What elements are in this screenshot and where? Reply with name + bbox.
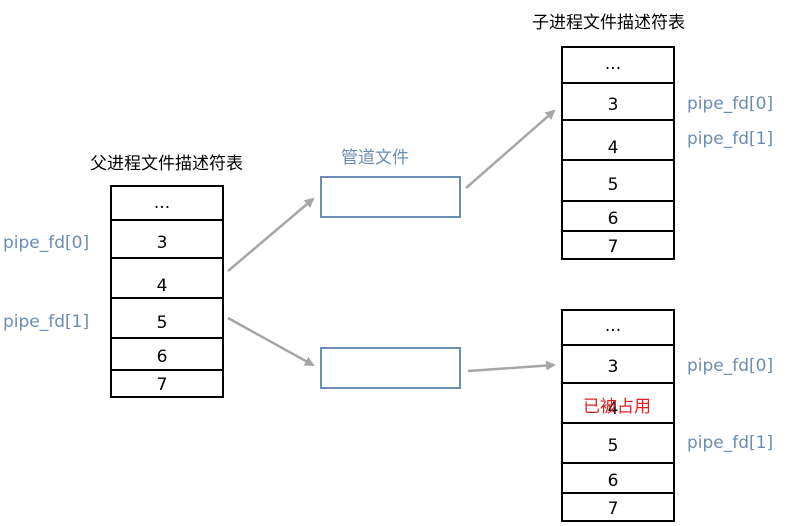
- parent-cell-text: 6: [157, 347, 168, 367]
- child-bottom-read-label: pipe_fd[0]: [687, 356, 773, 376]
- parent-cell-text: 3: [157, 233, 168, 253]
- child-top-cell-text: 7: [608, 237, 619, 257]
- child-top-cell-text: 6: [608, 209, 619, 229]
- parent-cell-row: [110, 369, 224, 398]
- child-top-cell-text: 3: [608, 95, 619, 115]
- arrow-parent-to-pipe-bottom: [227, 316, 315, 367]
- pipe-box-top: [320, 176, 461, 218]
- parent-fd-table: ... 3 4 5 6 7: [110, 185, 224, 398]
- child-top-cell-row: [561, 230, 675, 260]
- arrow-pipe-to-child-top: [465, 109, 556, 189]
- child-bottom-cell-text: 3: [608, 357, 619, 377]
- parent-cell-text: ...: [154, 193, 170, 213]
- parent-cell-text: 7: [157, 375, 168, 395]
- arrow-pipe-to-child-bottom: [467, 360, 556, 373]
- parent-cell-row: [110, 297, 224, 339]
- child-top-write-label: pipe_fd[1]: [687, 129, 773, 149]
- occupied-note: 已被占用: [583, 397, 651, 417]
- child-top-cell-text: 4: [608, 138, 619, 158]
- child-fd-table-top: ... 3 4 5 6 7: [561, 46, 675, 260]
- child-bottom-cell-text: ...: [605, 316, 621, 336]
- pipe-box-bottom: [320, 347, 461, 389]
- child-bottom-cell-row: [561, 492, 675, 522]
- parent-table-title: 父进程文件描述符表: [90, 154, 243, 174]
- parent-write-label: pipe_fd[1]: [3, 312, 89, 332]
- parent-cell-text: 5: [157, 313, 168, 333]
- child-top-cell-row: [561, 82, 675, 121]
- child-bottom-cell-text: 4: [608, 399, 619, 419]
- child-bottom-cell-text: 6: [608, 471, 619, 491]
- child-fd-table-bottom: ... 3 4 已被占用 5 6 7: [561, 309, 675, 522]
- child-bottom-cell-row: [561, 422, 675, 464]
- pipe-title: 管道文件: [341, 148, 409, 168]
- child-top-cell-text: 5: [608, 175, 619, 195]
- child-top-read-label: pipe_fd[0]: [687, 94, 773, 114]
- child-top-cell-text: ...: [605, 54, 621, 74]
- child-bottom-cell-text: 5: [608, 436, 619, 456]
- child-bottom-write-label: pipe_fd[1]: [687, 433, 773, 453]
- child-bottom-cell-row: [561, 462, 675, 494]
- parent-read-label: pipe_fd[0]: [3, 233, 89, 253]
- parent-cell-text: 4: [157, 276, 168, 296]
- child-bottom-cell-text: 7: [608, 499, 619, 519]
- child-bottom-cell-row: [561, 344, 675, 384]
- child-top-cell-row: [561, 159, 675, 202]
- child-top-cell-row: [561, 200, 675, 232]
- child-table-title: 子进程文件描述符表: [532, 13, 685, 33]
- arrow-parent-to-pipe-top: [227, 197, 315, 272]
